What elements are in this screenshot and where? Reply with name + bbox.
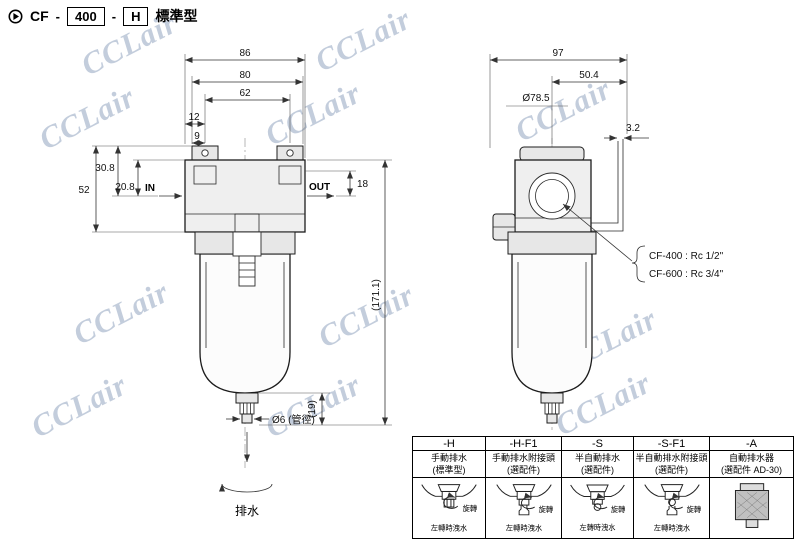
option-name: 手動排水 (標準型): [413, 451, 485, 478]
option-note-text: (標準型): [432, 465, 466, 475]
option-note-text: (選配件 AD-30): [720, 465, 782, 475]
front-view: 86 80 62 12 9 52 30.8 20.8: [78, 48, 392, 518]
dim-9: 9: [194, 131, 200, 142]
drain-direction-label: 左轉時洩水: [431, 523, 468, 532]
rotate-label: 旋轉: [463, 504, 478, 513]
dim-total-height: (171.1): [371, 279, 382, 311]
option-name-text: 手動排水: [430, 453, 467, 463]
pipe-diameter-label: Ø6 (管徑): [272, 413, 315, 426]
dim-50-4: 50.4: [579, 70, 599, 81]
drain-cock-side: [540, 392, 564, 424]
dim-86: 86: [239, 48, 251, 59]
option-drawing: 旋轉 左轉時洩水: [634, 478, 709, 538]
filter-bowl-side: [511, 253, 593, 394]
option-name-text: 自動排水器: [728, 453, 774, 463]
drain-direction-label: 左轉時洩水: [505, 523, 542, 532]
type-label: 標準型: [155, 8, 198, 24]
option-code: -A: [710, 437, 793, 451]
option-code: -S-F1: [634, 437, 709, 451]
option-name: 半自動排水 (選配件): [562, 451, 633, 478]
top-plate: [519, 146, 585, 162]
rotate-label: 旋轉: [538, 505, 553, 514]
option-column-h: -H 手動排水 (標準型) 旋轉 左轉時洩水: [413, 437, 485, 538]
auto-drain-drawing: [734, 483, 769, 528]
in-label: IN: [145, 183, 155, 194]
rotate-label: 旋轉: [686, 505, 701, 514]
option-drawing: 旋轉 左轉時洩水: [413, 478, 485, 538]
option-drawing: 旋轉 左轉時洩水: [562, 478, 633, 538]
option-drawing: [710, 478, 793, 538]
rotation-arrow: [219, 483, 273, 493]
port-thread-circle: [535, 179, 569, 213]
dim-3-2: 3.2: [626, 123, 640, 134]
drain-cock: [235, 392, 259, 424]
option-column-s-f1: -S-F1 半自動排水附接頭 (選配件) 旋轉 左轉時洩水: [633, 437, 709, 538]
option-code: -H: [413, 437, 485, 451]
option-name-text: 半自動排水: [574, 453, 620, 463]
option-name-text: 手動排水附接頭: [491, 453, 555, 463]
option-code-box: H: [123, 6, 149, 26]
option-column-a: -A 自動排水器 (選配件 AD-30): [709, 437, 793, 538]
option-column-s: -S 半自動排水 (選配件) 旋轉 左轉時洩水: [561, 437, 633, 538]
model-number-box: 400: [67, 6, 105, 26]
option-drawing: 旋轉 左轉時洩水: [486, 478, 561, 538]
drain-options-table: -H 手動排水 (標準型) 旋轉 左轉時洩水 -H-F1: [412, 436, 794, 539]
note-cf400-thread: CF-400 : Rc 1/2": [649, 251, 724, 262]
dim-62: 62: [239, 88, 251, 99]
option-code: -S: [562, 437, 633, 451]
play-circle-icon: [8, 9, 23, 23]
dim-20-8: 20.8: [115, 182, 135, 193]
option-column-h-f1: -H-F1 手動排水附接頭 (選配件) 旋轉 左轉時洩水: [485, 437, 561, 538]
filter-head: [184, 159, 306, 233]
separator: -: [55, 8, 61, 24]
option-code: -H-F1: [486, 437, 561, 451]
option-name: 自動排水器 (選配件 AD-30): [710, 451, 793, 478]
option-name-text: 半自動排水附接頭: [635, 453, 708, 463]
left-mount-hole: [201, 149, 209, 157]
option-name: 手動排水附接頭 (選配件): [486, 451, 561, 478]
drain-direction-label: 左轉時洩水: [580, 523, 616, 532]
separator: -: [111, 8, 117, 24]
dim-80: 80: [239, 70, 251, 81]
right-mount-hole: [286, 149, 294, 157]
out-label: OUT: [309, 182, 330, 193]
option-note-text: (選配件): [655, 465, 688, 475]
bowl-collar-side: [507, 231, 597, 255]
dim-52: 52: [78, 185, 90, 196]
option-name: 半自動排水附接頭 (選配件): [634, 451, 709, 478]
dim-18: 18: [357, 179, 369, 190]
model-prefix: CF: [30, 8, 49, 24]
side-view: 97 50.4 Ø78.5 3.2 CF-400 : Rc 1/2" CF-60…: [489, 48, 724, 430]
dim-bowl-diameter: Ø78.5: [522, 93, 550, 104]
option-note-text: (選配件): [507, 465, 540, 475]
dim-30-8: 30.8: [95, 163, 115, 174]
dim-97: 97: [552, 48, 564, 59]
dim-drain-height: (19): [307, 400, 318, 418]
rotate-label: 旋轉: [611, 505, 625, 514]
dim-12: 12: [188, 112, 200, 123]
option-note-text: (選配件): [581, 465, 614, 475]
drain-label: 排水: [235, 504, 259, 518]
note-cf600-thread: CF-600 : Rc 3/4": [649, 269, 724, 280]
drain-direction-label: 左轉時洩水: [653, 523, 690, 532]
title-bar: CF - 400 - H 標準型: [8, 6, 197, 26]
